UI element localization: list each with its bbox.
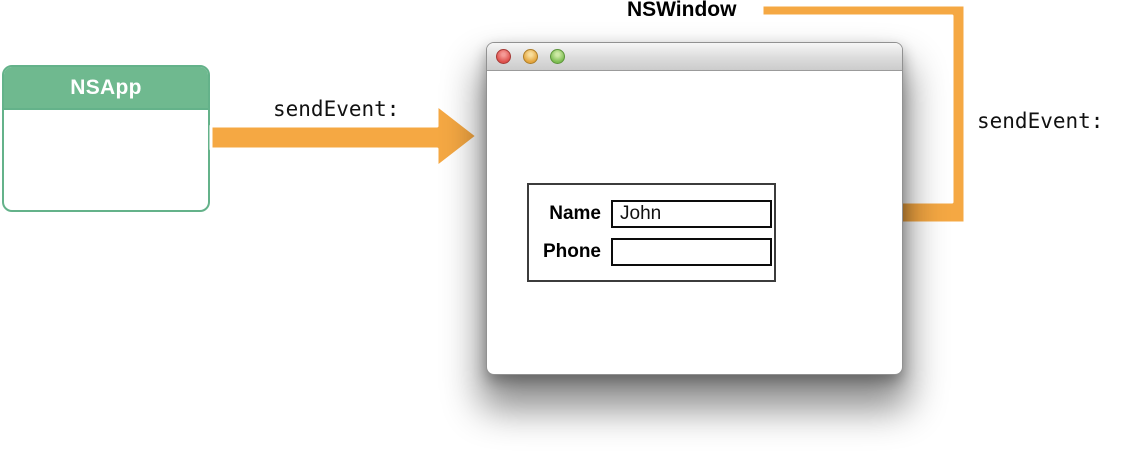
- form-row-name: Name: [529, 200, 772, 228]
- zoom-button-icon[interactable]: [550, 49, 565, 64]
- send-event-label-right: sendEvent:: [977, 109, 1104, 133]
- name-label: Name: [549, 203, 601, 224]
- nsapp-class-box: NSApp: [2, 65, 210, 212]
- close-button-icon[interactable]: [496, 49, 511, 64]
- phone-label: Phone: [542, 241, 601, 262]
- window-titlebar[interactable]: [487, 43, 902, 71]
- send-event-label-left: sendEvent:: [273, 97, 400, 121]
- nsapp-class-title: NSApp: [4, 67, 208, 110]
- mac-window: Name Phone: [486, 42, 903, 375]
- phone-field[interactable]: [611, 238, 772, 266]
- minimize-button-icon[interactable]: [523, 49, 538, 64]
- form-row-phone: Phone: [529, 238, 772, 266]
- form-panel: Name Phone: [527, 183, 776, 282]
- name-field[interactable]: [611, 200, 772, 228]
- nswindow-label: NSWindow: [627, 0, 737, 21]
